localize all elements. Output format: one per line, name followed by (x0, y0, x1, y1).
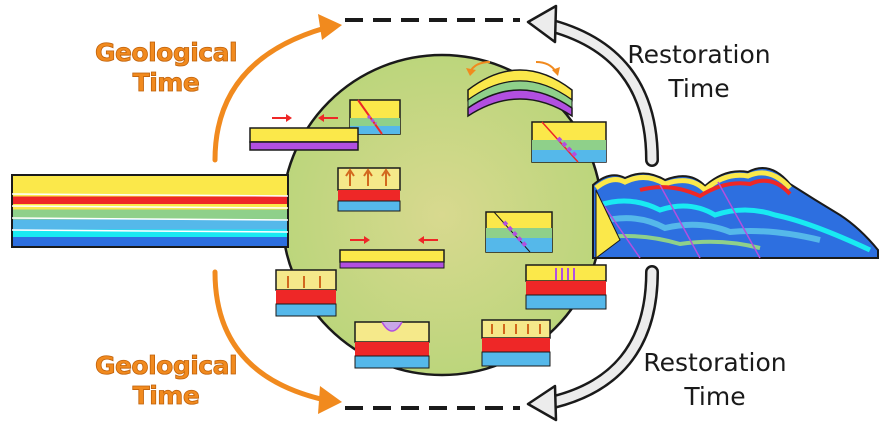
block-flat-extension (249, 114, 359, 151)
restoration-time-top-line1: Restoration (627, 40, 771, 69)
geological-arrow-bottom (212, 269, 342, 414)
block-fault-tilted-2 (531, 121, 607, 163)
geological-time-top-line2: Time (132, 68, 200, 98)
geological-time-label-bottom: Geological Time (86, 351, 246, 411)
deformed-strata-block (592, 167, 879, 259)
block-flat-compression (339, 236, 445, 269)
restoration-time-label-bottom: Restoration Time (630, 346, 800, 414)
block-fault-tilted-3 (485, 211, 553, 253)
block-intrusion (354, 321, 430, 369)
geological-arrow-top (212, 14, 342, 163)
restoration-time-bottom-line1: Restoration (643, 348, 787, 377)
geological-time-bottom-line1: Geological (94, 351, 238, 381)
geological-time-bottom-line2: Time (132, 381, 200, 411)
restoration-time-bottom-line2: Time (684, 382, 746, 411)
flat-strata-block (11, 174, 289, 248)
geological-time-label-top: Geological Time (86, 38, 246, 98)
restoration-time-label-top: Restoration Time (614, 38, 784, 106)
block-anticline (466, 61, 573, 118)
geological-time-top-line1: Geological (94, 38, 238, 68)
block-uplift-1 (337, 167, 401, 212)
block-uplift-2 (275, 269, 337, 317)
restoration-arrow-bottom (526, 265, 659, 422)
block-subsidence (481, 319, 551, 367)
restoration-arrow-top (526, 4, 659, 167)
restoration-time-top-line2: Time (668, 74, 730, 103)
block-uplift-3 (525, 264, 607, 310)
